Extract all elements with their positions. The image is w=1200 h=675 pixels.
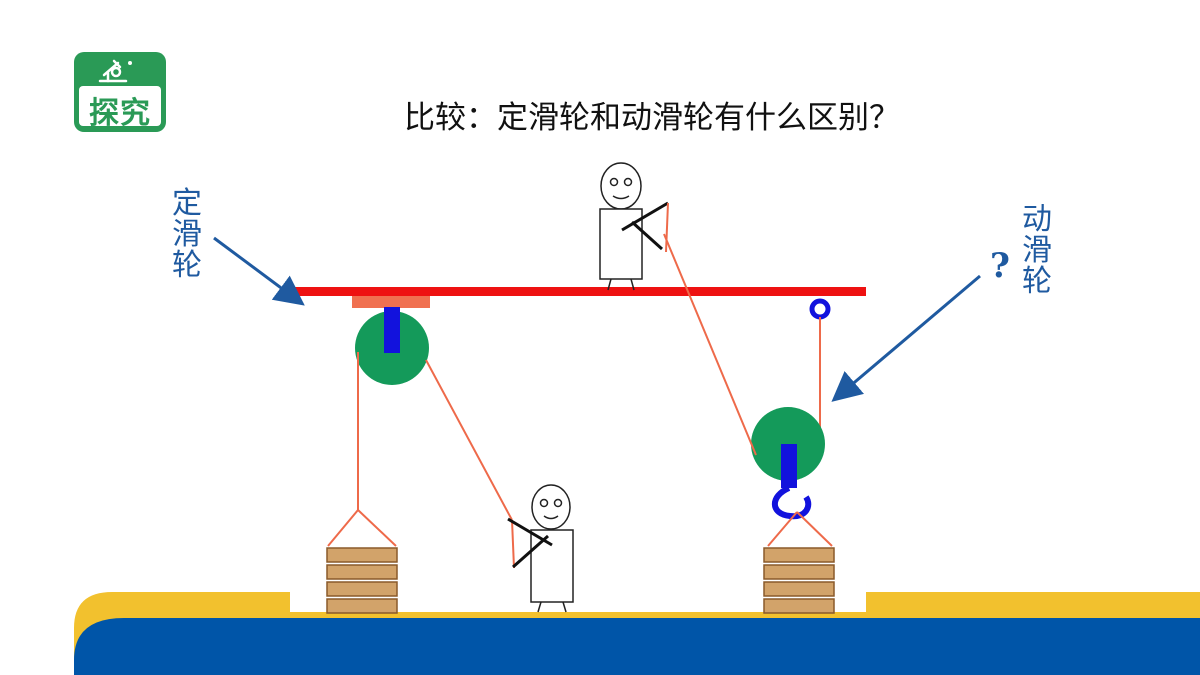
- movable-pulley-arrow: [831, 274, 981, 402]
- person-leg: [607, 278, 612, 291]
- person-eye: [553, 498, 563, 508]
- ground: [74, 592, 1200, 675]
- person-head: [600, 162, 642, 210]
- person-body: [530, 529, 574, 603]
- crate: [763, 564, 835, 580]
- person-arm: [512, 534, 549, 569]
- crate-sling: [767, 511, 798, 547]
- person-bottom: [507, 484, 574, 613]
- rope-right: [425, 359, 513, 521]
- crate-sling: [796, 511, 833, 547]
- person-eye: [609, 177, 619, 187]
- person-eye: [539, 498, 549, 508]
- left-crate-stack: [326, 547, 398, 614]
- crate: [763, 598, 835, 614]
- ceiling-beam: [293, 287, 866, 296]
- person-eye: [623, 177, 633, 187]
- person-body: [599, 208, 643, 280]
- badge-label-bg: [79, 86, 161, 126]
- person-leg: [537, 601, 542, 613]
- crate: [763, 547, 835, 563]
- crate-sling: [357, 509, 397, 547]
- person-top: [599, 162, 669, 291]
- microscope-icon: [98, 59, 132, 83]
- badge-label: 探究: [89, 96, 151, 131]
- question-mark: ?: [990, 246, 1010, 286]
- crate-sling: [327, 509, 359, 547]
- movable-pulley-label-char: 动: [1022, 202, 1052, 237]
- pulley-mount-bracket: [352, 296, 430, 308]
- movable-pulley-label: 动 滑 轮: [1020, 204, 1054, 297]
- movable-crate-slings: [767, 511, 833, 547]
- fixed-pulley: [352, 296, 430, 385]
- fixed-pulley-label-char: 轮: [172, 248, 202, 283]
- person-arm: [630, 220, 664, 251]
- person-arm: [621, 201, 669, 232]
- person-head: [531, 484, 571, 530]
- anchor-ring: [809, 298, 831, 320]
- crate: [326, 598, 398, 614]
- fixed-pulley-axle: [384, 307, 400, 353]
- fixed-pulley-label-char: 滑: [172, 217, 202, 252]
- ground-blue-band: [74, 618, 1200, 675]
- page-title: 比较：定滑轮和动滑轮有什么区别？: [404, 100, 900, 136]
- crate: [326, 564, 398, 580]
- fixed-pulley-arrow: [213, 236, 305, 306]
- movable-pulley: [751, 298, 831, 520]
- movable-pulley-label-char: 滑: [1022, 233, 1052, 268]
- hand-rope: [511, 519, 515, 569]
- person-mouth: [612, 195, 630, 200]
- hook: [771, 485, 812, 520]
- pull-rope: [663, 233, 757, 456]
- person-leg: [562, 601, 567, 613]
- crate: [326, 581, 398, 597]
- hand-rope: [665, 202, 669, 253]
- right-crate-stack: [763, 547, 835, 614]
- crate: [763, 581, 835, 597]
- fixed-pulley-label: 定 滑 轮: [170, 188, 204, 281]
- person-leg: [630, 278, 635, 291]
- fixed-pulley-ropes: [327, 352, 515, 569]
- movable-pulley-label-char: 轮: [1022, 264, 1052, 299]
- crate: [326, 547, 398, 563]
- person-mouth: [543, 515, 559, 520]
- explore-badge: 探究: [74, 52, 166, 132]
- fixed-pulley-label-char: 定: [172, 186, 202, 221]
- movable-pulley-axle: [781, 444, 797, 488]
